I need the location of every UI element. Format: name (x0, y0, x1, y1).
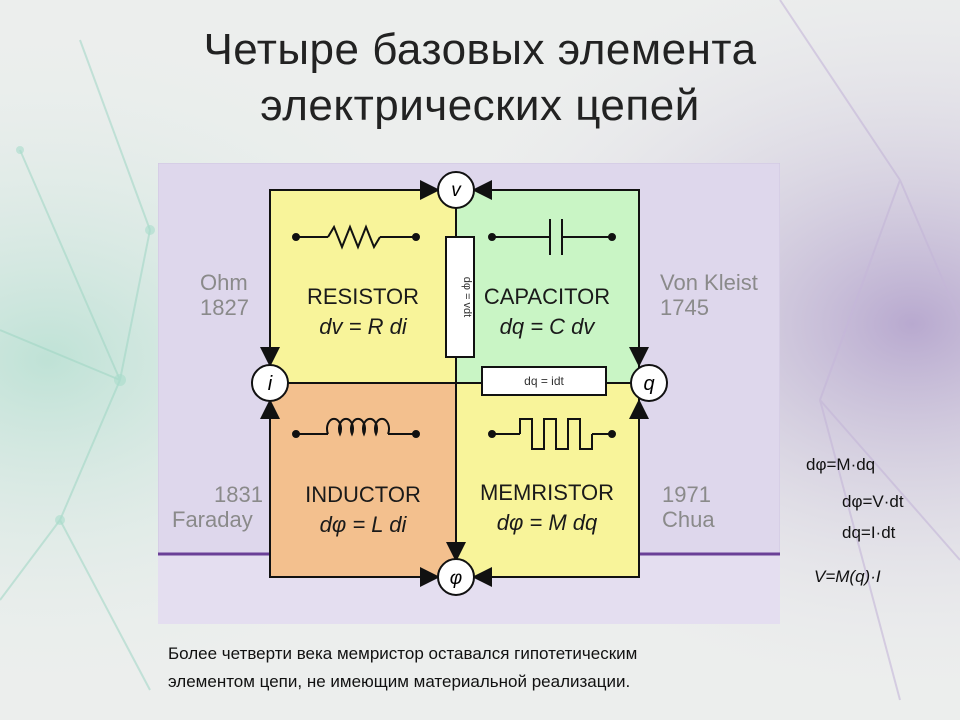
link-vertical-box: dφ = vdt (445, 236, 475, 358)
memristor-year: 1971 (662, 482, 711, 507)
inductor-name: INDUCTOR (305, 482, 421, 507)
node-i-label: i (268, 373, 273, 395)
link-horizontal-box: dq = idt (481, 366, 607, 396)
slide-title: Четыре базовых элемента электрических це… (0, 22, 960, 134)
caption: Более четверти века мемристор оставался … (168, 640, 808, 696)
capacitor-person: Von Kleist (660, 270, 758, 295)
formula-4: V=M(q)·I (814, 567, 881, 586)
formula-1: dφ=M·dq (806, 455, 876, 474)
inductor-year: 1831 (214, 482, 263, 507)
title-line-2: электрических цепей (260, 81, 700, 130)
capacitor-symbol (488, 219, 616, 255)
resistor-quadrant (270, 190, 456, 383)
link-horizontal-label: dq = idt (524, 374, 564, 388)
memristor-person: Chua (662, 507, 715, 532)
resistor-year: 1827 (200, 295, 249, 320)
node-i: i (251, 364, 289, 402)
node-v: v (437, 171, 475, 209)
formula-3: dq=I·dt (842, 523, 896, 542)
resistor-symbol (292, 224, 420, 250)
memristor-name: MEMRISTOR (480, 480, 614, 505)
capacitor-quadrant (456, 190, 639, 383)
node-phi: φ (437, 558, 475, 596)
memristor-equation: dφ = M dq (497, 510, 598, 535)
caption-line-1: Более четверти века мемристор оставался … (168, 644, 638, 663)
memristor-symbol (488, 418, 616, 450)
caption-line-2: элементом цепи, не имеющим материальной … (168, 672, 631, 691)
title-line-1: Четыре базовых элемента (203, 25, 757, 74)
resistor-name: RESISTOR (307, 284, 419, 309)
inductor-symbol (292, 417, 420, 438)
resistor-person: Ohm (200, 270, 248, 295)
node-q-label: q (643, 373, 654, 395)
resistor-equation: dv = R di (319, 314, 408, 339)
inductor-quadrant (270, 383, 456, 577)
capacitor-year: 1745 (660, 295, 709, 320)
capacitor-name: CAPACITOR (484, 284, 610, 309)
formula-2: dφ=V·dt (842, 492, 904, 511)
memristor-quadrant (456, 383, 639, 577)
node-v-label: v (451, 180, 462, 201)
link-vertical-label: dφ = vdt (461, 277, 473, 317)
circuit-elements-diagram: v i q φ dφ = vdt dq = idt (158, 163, 780, 624)
inductor-person: Faraday (172, 507, 253, 532)
node-q: q (630, 364, 668, 402)
capacitor-equation: dq = C dv (500, 314, 597, 339)
node-phi-label: φ (450, 568, 462, 589)
inductor-equation: dφ = L di (320, 512, 408, 537)
